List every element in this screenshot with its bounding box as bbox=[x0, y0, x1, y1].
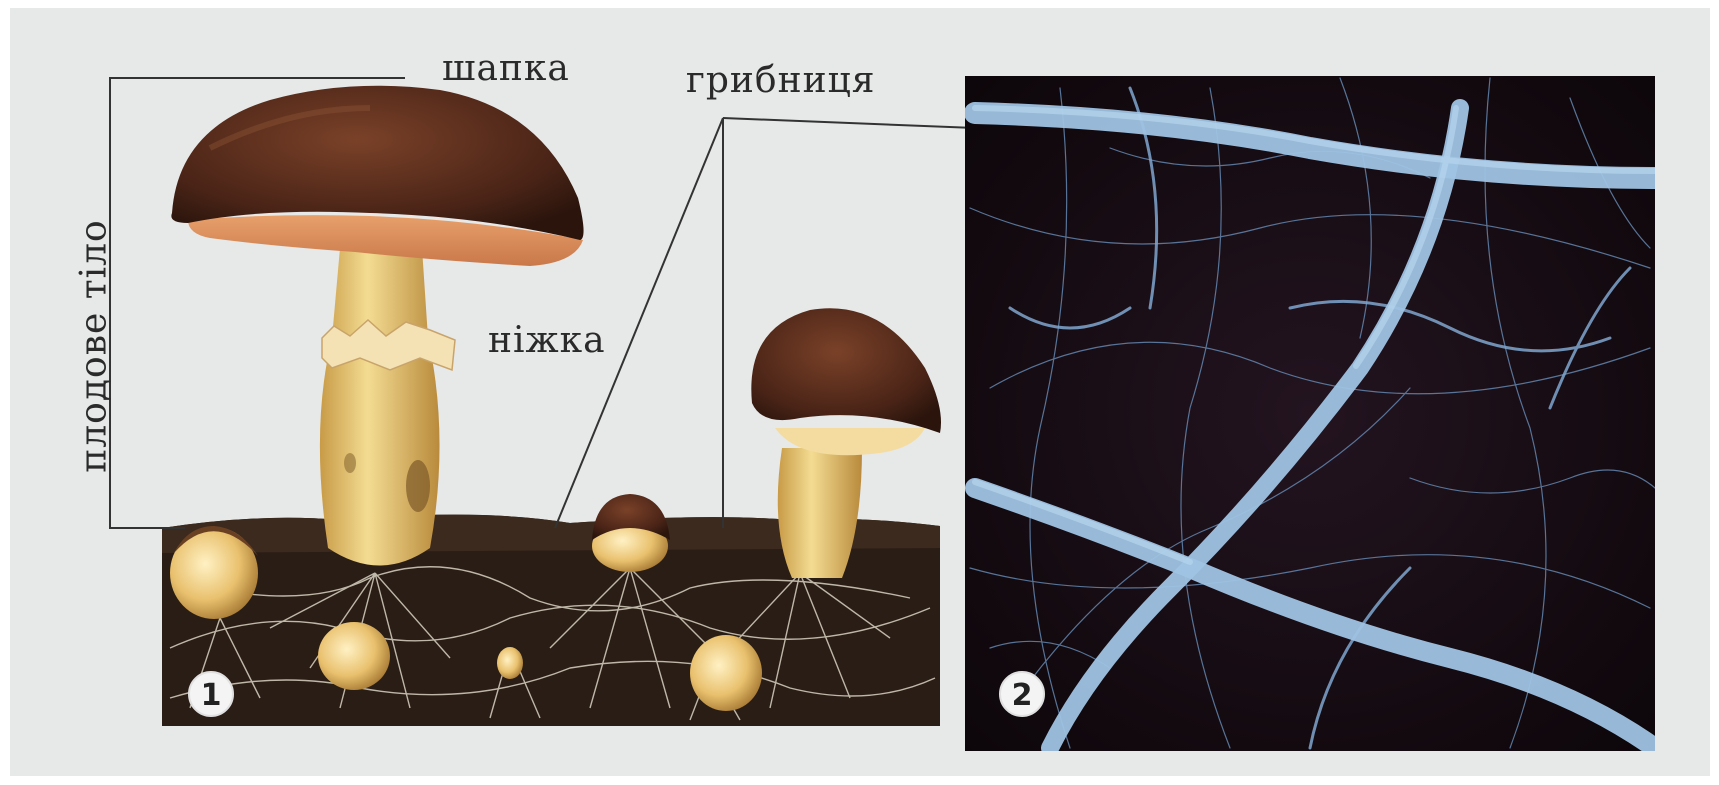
panel-number-2: 2 bbox=[999, 671, 1045, 717]
panel-number-1: 1 bbox=[188, 671, 234, 717]
diagram-illustration bbox=[10, 8, 1710, 776]
label-cap: шапка bbox=[442, 48, 570, 89]
mycelium-leader-top bbox=[723, 118, 975, 128]
diagram-stage: шапка грибниця ніжка плодове тіло 1 2 bbox=[10, 8, 1710, 776]
label-stem: ніжка bbox=[488, 320, 606, 361]
label-fruit-body: плодове тіло bbox=[74, 219, 115, 472]
label-mycelium: грибниця bbox=[686, 60, 875, 101]
young-mushroom-small bbox=[592, 494, 670, 572]
mycelium-micrograph bbox=[965, 76, 1655, 751]
